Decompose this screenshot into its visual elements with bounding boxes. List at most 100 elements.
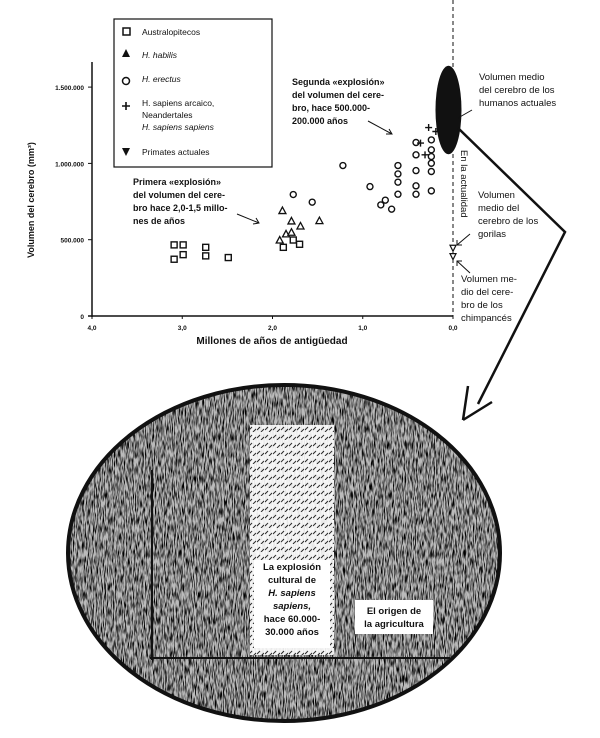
y-axis-label: Volumen del cerebro (mm³) xyxy=(26,142,36,258)
annotation-line: 200.000 años xyxy=(292,116,348,126)
annotation-line: Segunda «explosión» xyxy=(292,77,385,87)
y-tick-label: 500.000 xyxy=(61,238,85,245)
inset-line: sapiens, xyxy=(273,601,311,612)
circle-point xyxy=(394,190,402,198)
circle-point xyxy=(394,170,402,178)
circle-point xyxy=(394,161,402,170)
label-agriculture: El origen de la agricultura xyxy=(355,600,433,634)
circle-point xyxy=(412,190,420,198)
legend-label: H. erectus xyxy=(142,74,181,84)
arrow-icon xyxy=(236,213,260,225)
triangle-point xyxy=(275,235,285,244)
inset-magnified-view xyxy=(68,385,500,721)
square-point xyxy=(224,253,232,262)
plus-point xyxy=(417,139,425,147)
square-point xyxy=(179,250,187,259)
circle-point xyxy=(427,167,436,176)
x-tick-label: 4,0 xyxy=(87,325,96,332)
circle-point xyxy=(427,152,436,161)
inset-line: 30.000 años xyxy=(265,627,319,638)
annotation-line: del cerebro de los xyxy=(479,85,555,96)
circle-marker-icon xyxy=(121,76,131,86)
annotation-line: cerebro de los xyxy=(478,216,538,227)
square-point xyxy=(295,240,304,248)
annotation-chimps: Volumen me- dio del cere- bro de los chi… xyxy=(456,260,517,324)
circle-point xyxy=(377,201,385,209)
circle-point xyxy=(427,136,436,144)
plot-axes xyxy=(88,0,454,318)
annotation-line: chimpancés xyxy=(461,313,512,324)
annotation-line: Primera «explosión» xyxy=(133,177,221,187)
circle-point xyxy=(412,151,420,159)
circle-point xyxy=(289,190,297,199)
inset-line: El origen de xyxy=(367,606,421,617)
circle-point xyxy=(427,187,436,195)
square-point xyxy=(170,241,178,249)
triangle-point xyxy=(286,216,297,225)
x-tick-label: 1,0 xyxy=(358,325,367,332)
plus-marker-icon xyxy=(122,102,130,110)
annotation-humans: Volumen medio del cerebro de los humanos… xyxy=(457,72,556,119)
annotation-second-explosion: Segunda «explosión» del volumen del cere… xyxy=(292,77,393,135)
plus-point xyxy=(421,151,429,159)
inset-line: H. sapiens xyxy=(268,588,316,599)
circle-point xyxy=(412,166,420,175)
square-point xyxy=(279,243,288,252)
annotation-line: medio del xyxy=(478,203,519,214)
triangle-point xyxy=(286,227,297,236)
inset-line: hace 60.000- xyxy=(264,614,321,625)
annotation-line: dio del cere- xyxy=(461,287,513,298)
arrow-icon xyxy=(367,120,393,135)
annotation-line: gorilas xyxy=(478,229,506,240)
arrow-head-icon xyxy=(461,385,493,422)
square-point xyxy=(179,241,187,249)
inset-line: cultural de xyxy=(268,575,316,586)
annotation-line: Volumen medio xyxy=(479,72,544,83)
annotation-line: bro, hace 500.000- xyxy=(292,103,370,113)
circle-point xyxy=(387,205,396,213)
triangle-point xyxy=(314,215,325,225)
annotation-line: humanos actuales xyxy=(479,98,556,109)
circle-point xyxy=(412,182,420,190)
zoom-arrow-line xyxy=(457,127,567,405)
x-tick-label: 0,0 xyxy=(448,325,457,332)
square-marker-icon xyxy=(122,27,131,36)
circle-point xyxy=(339,161,347,170)
plus-point xyxy=(432,128,440,136)
arrow-icon xyxy=(456,260,471,274)
circle-point xyxy=(427,146,436,154)
square-point xyxy=(289,236,297,244)
square-point xyxy=(202,243,210,252)
annotation-today: En la actualidad xyxy=(458,150,469,218)
y-tick-label: 1.500.000 xyxy=(55,85,84,92)
circle-point xyxy=(381,196,390,204)
x-tick-label: 2,0 xyxy=(268,325,277,332)
inset-line: la agricultura xyxy=(364,619,424,630)
triangle-marker-icon xyxy=(122,49,130,57)
triangle-down-marker-icon xyxy=(122,148,130,156)
annotation-line: del volumen del cere- xyxy=(292,90,384,100)
annotation-first-explosion: Primera «explosión» del volumen del cere… xyxy=(133,177,260,226)
triangle-point xyxy=(295,221,306,230)
annotation-line: bro de los xyxy=(461,300,503,311)
annotation-line: bro hace 2,0-1,5 millo- xyxy=(133,203,228,213)
legend-label: Australopitecos xyxy=(142,27,200,37)
circle-point xyxy=(308,198,316,206)
legend-label: H. habilis xyxy=(142,50,178,60)
annotation-line: Volumen xyxy=(478,190,515,201)
circle-point xyxy=(394,178,402,186)
triangle-down-point xyxy=(449,244,457,253)
legend-label: Primates actuales xyxy=(142,147,210,157)
y-tick-label: 0 xyxy=(80,314,84,321)
y-ticks: 0 500.000 1.000.000 1.500.000 xyxy=(55,85,92,321)
legend: Australopitecos H. habilis H. erectus H.… xyxy=(113,18,273,168)
annotation-line: Volumen me- xyxy=(461,274,517,285)
data-points xyxy=(170,124,457,263)
triangle-down-point xyxy=(449,253,457,261)
y-tick-label: 1.000.000 xyxy=(55,161,84,168)
inset-outline xyxy=(66,383,502,723)
inset-line: La explosión xyxy=(263,562,321,573)
legend-label: H. sapiens sapiens xyxy=(142,122,215,132)
